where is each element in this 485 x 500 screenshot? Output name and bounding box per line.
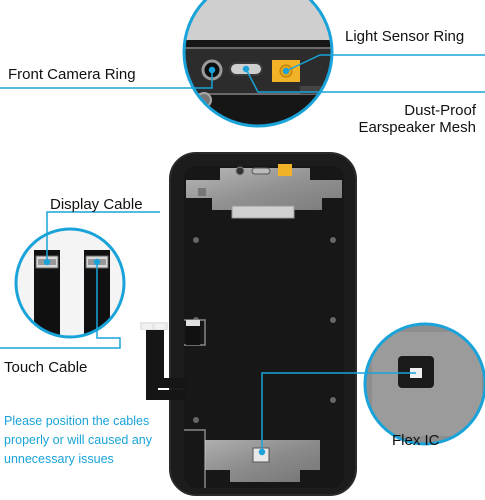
leader-light-sensor [285, 54, 485, 72]
left-zoom-bubble [14, 227, 126, 339]
label-touch-cable: Touch Cable [4, 359, 88, 376]
leader-display-cable [46, 211, 160, 262]
top-zoom-bubble [182, 0, 334, 128]
label-display-cable: Display Cable [50, 196, 143, 213]
label-light-sensor-ring: Light Sensor Ring [345, 28, 465, 45]
leader-flex-ic [261, 372, 416, 452]
top-bracket [186, 168, 342, 210]
warning-note-line1: Please position the cables [4, 414, 150, 428]
flex-cables [140, 320, 200, 400]
warning-note-line2: properly or will caused any [4, 433, 152, 447]
touch-flex [146, 328, 186, 400]
center-label-strip [231, 205, 295, 219]
warning-note-line3: unnecessary issues [4, 452, 114, 466]
label-front-camera-ring: Front Camera Ring [8, 66, 136, 83]
leader-earspeaker [245, 68, 485, 93]
callout-lines [0, 54, 485, 456]
leader-touch-cable [0, 262, 121, 349]
lcd-assembly [169, 152, 357, 496]
leader-front-camera [0, 70, 213, 89]
steel-back-plate [184, 166, 344, 488]
right-zoom-bubble [363, 322, 485, 446]
label-flex-ic: Flex IC [392, 432, 440, 449]
warning-note: Please position the cables properly or w… [4, 412, 152, 469]
label-dust-proof-line1: Dust-Proof [404, 102, 476, 119]
display-flex [150, 328, 186, 388]
label-dust-proof: Dust-Proof Earspeaker Mesh [348, 102, 476, 136]
label-dust-proof-line2: Earspeaker Mesh [358, 119, 476, 136]
